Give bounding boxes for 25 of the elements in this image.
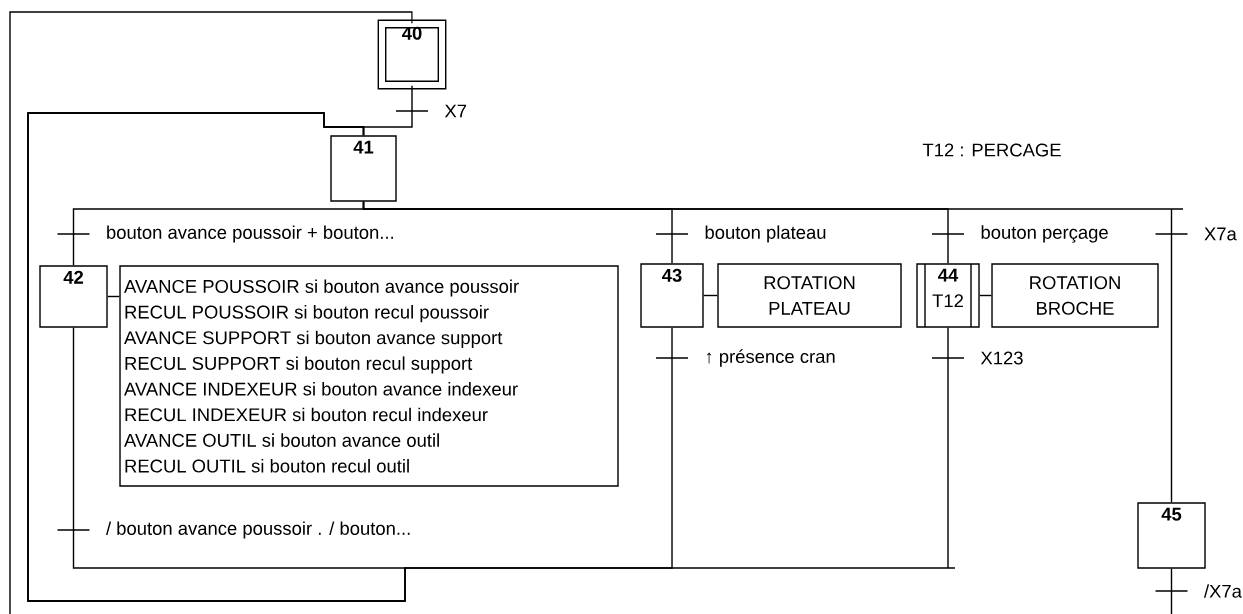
macro-step-box: 44 T12 [916, 263, 980, 328]
transition-condition: X7 [444, 104, 467, 118]
transition-condition: /X7a [1203, 584, 1242, 598]
step-box: 42 [39, 265, 108, 328]
transition-condition: bouton avance poussoir + bouton... [107, 225, 393, 243]
step-box: 45 [1137, 502, 1206, 569]
action-box: ROTATION BROCHE [991, 263, 1159, 328]
link-line [9, 11, 413, 614]
note-label: T12 : PERCAGE [922, 143, 1061, 157]
step-box: 43 [640, 263, 704, 328]
link-line [703, 294, 718, 297]
link-line [979, 294, 992, 297]
link-line [27, 112, 956, 602]
action-box: ROTATION PLATEAU [717, 263, 902, 328]
transition-condition: bouton plateau [705, 225, 826, 243]
step-box: 41 [330, 135, 397, 202]
link-line [362, 201, 1184, 503]
transition-condition: X123 [980, 351, 1023, 365]
transition-condition: / bouton avance poussoir . / bouton... [105, 521, 410, 539]
action-box: AVANCE POUSSOIR si bouton avance poussoir RECUL POUSSOIR si bouton recul poussoir AVANCE SUPPORT si bouton avance support RECUL SUPPORT si bouton recul support AVANCE INDEXEUR si bouton avance indexeur RECUL INDEXEUR si bouton recul indexeur AVANCE OUTIL si bouton avance outil RECUL OUTIL si bouton recul outil [119, 265, 619, 487]
link-line [1170, 568, 1173, 614]
transition-condition: ↑ présence cran [706, 349, 835, 367]
transition-condition: X7a [1204, 227, 1237, 241]
transition-condition: bouton perçage [981, 225, 1108, 243]
link-line [107, 295, 120, 298]
